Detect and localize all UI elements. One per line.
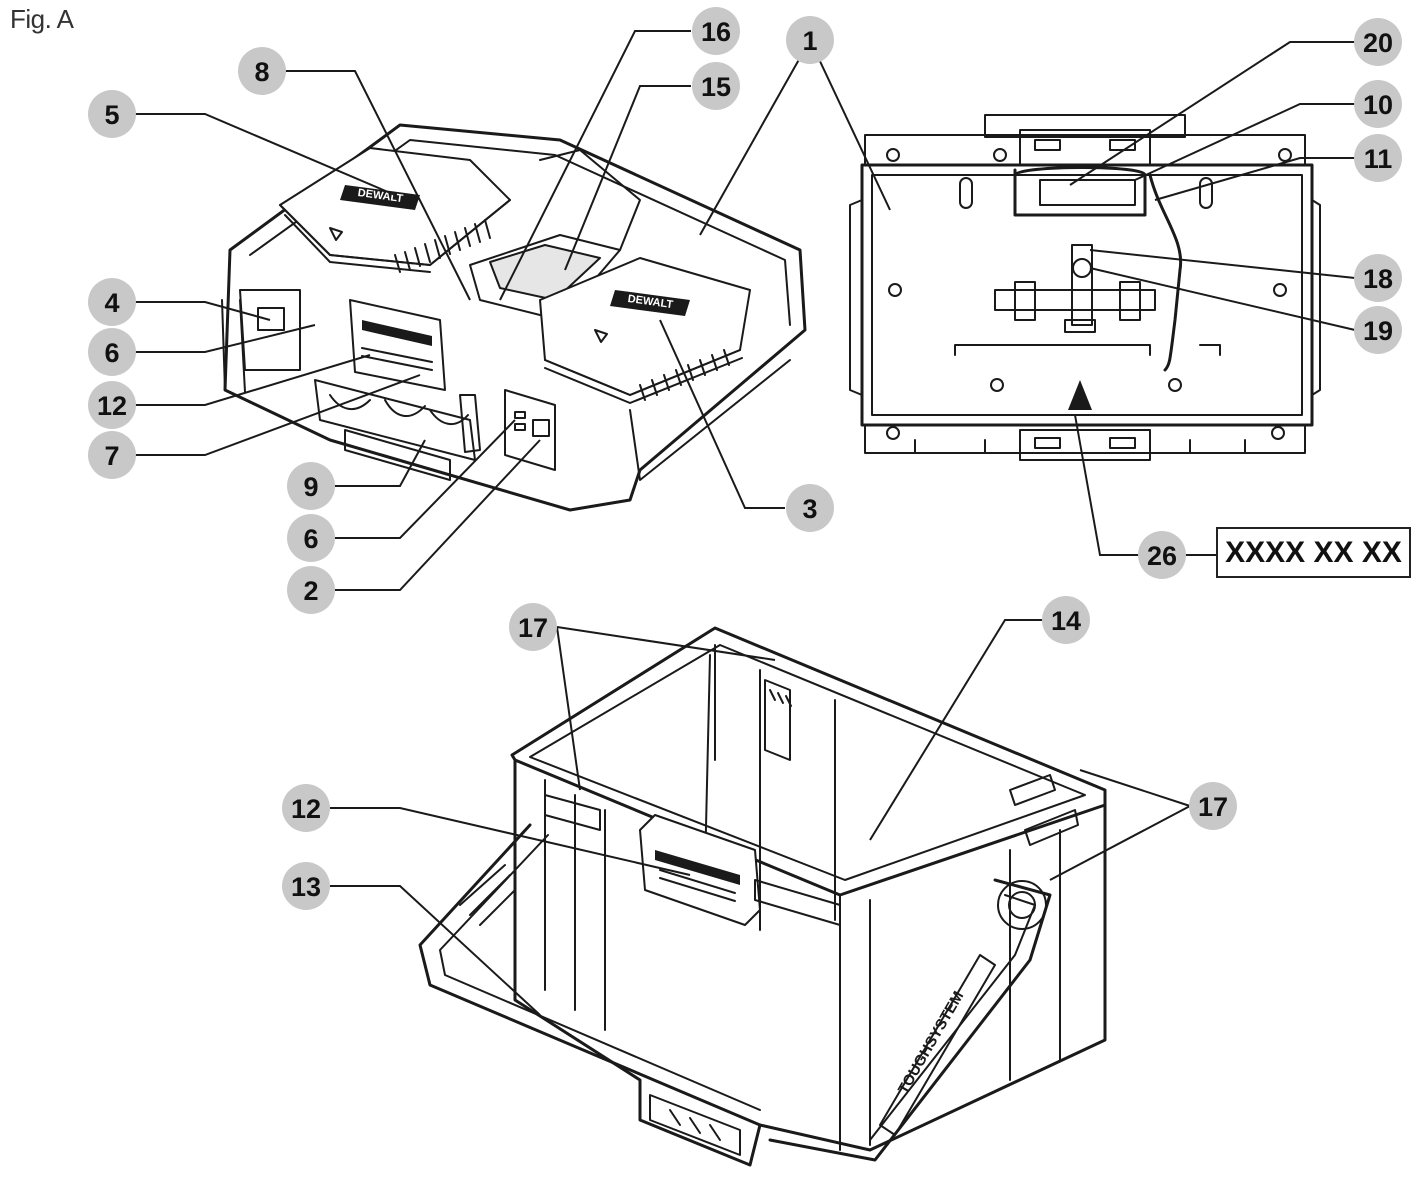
svg-text:13: 13 — [291, 872, 321, 902]
svg-text:5: 5 — [104, 100, 119, 130]
callout-20: 20 — [1354, 18, 1402, 66]
basket-illustration: TOUGHSYSTEM — [418, 626, 1107, 1167]
svg-text:2: 2 — [303, 576, 318, 606]
callout-12-basket: 12 — [282, 784, 330, 832]
svg-text:10: 10 — [1363, 90, 1393, 120]
callout-15: 15 — [692, 62, 740, 110]
svg-text:6: 6 — [303, 524, 318, 554]
callout-12-charger: 12 — [88, 381, 136, 429]
toughsystem-logo: TOUGHSYSTEM — [895, 988, 968, 1097]
svg-text:16: 16 — [701, 17, 731, 47]
callout-17-right: 17 — [1189, 782, 1237, 830]
callout-3: 3 — [786, 484, 834, 532]
svg-text:14: 14 — [1051, 606, 1081, 636]
callout-18: 18 — [1354, 254, 1402, 302]
svg-text:3: 3 — [802, 494, 817, 524]
svg-text:15: 15 — [701, 72, 731, 102]
svg-text:7: 7 — [104, 441, 119, 471]
svg-text:20: 20 — [1363, 28, 1393, 58]
callout-19: 19 — [1354, 306, 1402, 354]
callout-14: 14 — [1042, 596, 1090, 644]
callout-7: 7 — [88, 431, 136, 479]
callout-6-bottom: 6 — [287, 514, 335, 562]
dewalt-logo-right: DEWALT — [610, 290, 690, 316]
callouts: 1 2 3 4 5 6 6 7 8 9 10 11 12 12 13 14 15… — [88, 7, 1402, 910]
callout-13: 13 — [282, 862, 330, 910]
figure-label: Fig. A — [10, 4, 74, 34]
svg-text:19: 19 — [1363, 316, 1393, 346]
callout-4: 4 — [88, 278, 136, 326]
leader-lines — [135, 30, 1356, 1016]
callout-11: 11 — [1354, 134, 1402, 182]
svg-text:8: 8 — [254, 57, 269, 87]
callout-6-left: 6 — [88, 328, 136, 376]
callout-1: 1 — [786, 16, 834, 64]
svg-text:4: 4 — [104, 288, 119, 318]
toughsystem-logo-text: TOUGHSYSTEM — [895, 988, 968, 1097]
callout-17-left: 17 — [509, 603, 557, 651]
svg-text:1: 1 — [802, 26, 817, 56]
callout-10: 10 — [1354, 80, 1402, 128]
model-code-label: XXXX XX XX — [1216, 527, 1411, 578]
svg-text:12: 12 — [97, 391, 127, 421]
svg-text:17: 17 — [518, 613, 548, 643]
svg-text:18: 18 — [1363, 264, 1393, 294]
svg-text:26: 26 — [1147, 541, 1177, 571]
top-view-illustration — [849, 114, 1321, 461]
svg-text:12: 12 — [291, 794, 321, 824]
charger-illustration: DEWALT DEWALT — [221, 123, 807, 512]
callout-5: 5 — [88, 90, 136, 138]
svg-text:11: 11 — [1364, 144, 1393, 174]
dewalt-logo-left: DEWALT — [340, 185, 420, 210]
callout-26: 26 — [1138, 531, 1186, 579]
callout-9: 9 — [287, 462, 335, 510]
callout-16: 16 — [692, 7, 740, 55]
svg-text:9: 9 — [303, 472, 318, 502]
callout-2: 2 — [287, 566, 335, 614]
callout-8: 8 — [238, 47, 286, 95]
svg-text:6: 6 — [104, 338, 119, 368]
svg-text:17: 17 — [1198, 792, 1228, 822]
